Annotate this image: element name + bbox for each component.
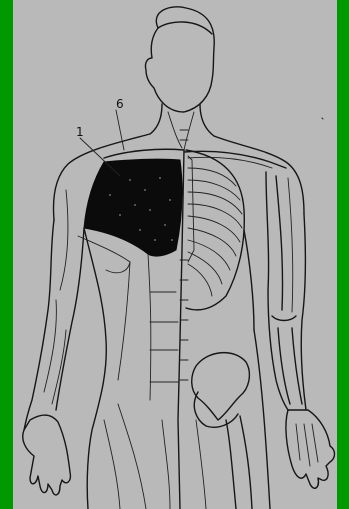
right-arm-outer [301, 214, 306, 410]
hair-line [158, 22, 212, 34]
ribs [188, 168, 242, 296]
right-leg-outer [254, 330, 270, 509]
abdominal-line-1 [148, 254, 151, 400]
femur [226, 420, 236, 509]
neck-left [150, 104, 162, 134]
left-arm-muscle-3 [44, 300, 56, 392]
left-arm-outer [24, 220, 54, 430]
right-arm-inner [266, 172, 288, 410]
left-arm-muscle-2 [78, 236, 130, 273]
neck-right [200, 104, 214, 136]
pectoralis-highlight [84, 159, 182, 256]
anatomy-figure [13, 0, 337, 509]
right-hand [286, 410, 335, 488]
label-1: 1 [76, 126, 84, 138]
anatomy-figure-panel: 1 6 [13, 0, 337, 509]
left-arm-inner [56, 228, 84, 410]
neck-muscle-2 [184, 112, 194, 150]
ulna [292, 328, 302, 404]
left-hand [23, 415, 71, 495]
left-clavicle [104, 149, 184, 158]
femur-2 [240, 416, 252, 509]
left-thigh-muscle [118, 404, 146, 509]
left-torso [84, 228, 106, 509]
pelvis-2 [194, 392, 238, 427]
left-inner-leg [162, 420, 170, 509]
label-6: 6 [116, 98, 124, 110]
label-6-leader [116, 110, 124, 150]
right-hand-bones [296, 424, 318, 466]
abdominal-line-2 [118, 262, 130, 380]
dot-marker [322, 118, 323, 119]
rib-cage-outline [186, 150, 244, 310]
left-arm-muscle-1 [60, 190, 68, 290]
sternum [188, 156, 194, 262]
elbow-joint [272, 316, 296, 321]
humerus [276, 176, 283, 310]
right-torso-side [244, 230, 254, 330]
right-leg-muscle [196, 420, 206, 509]
left-thigh-muscle-2 [104, 420, 120, 509]
pelvis [192, 353, 250, 420]
humerus-2 [288, 178, 293, 312]
right-shoulder [214, 136, 304, 214]
